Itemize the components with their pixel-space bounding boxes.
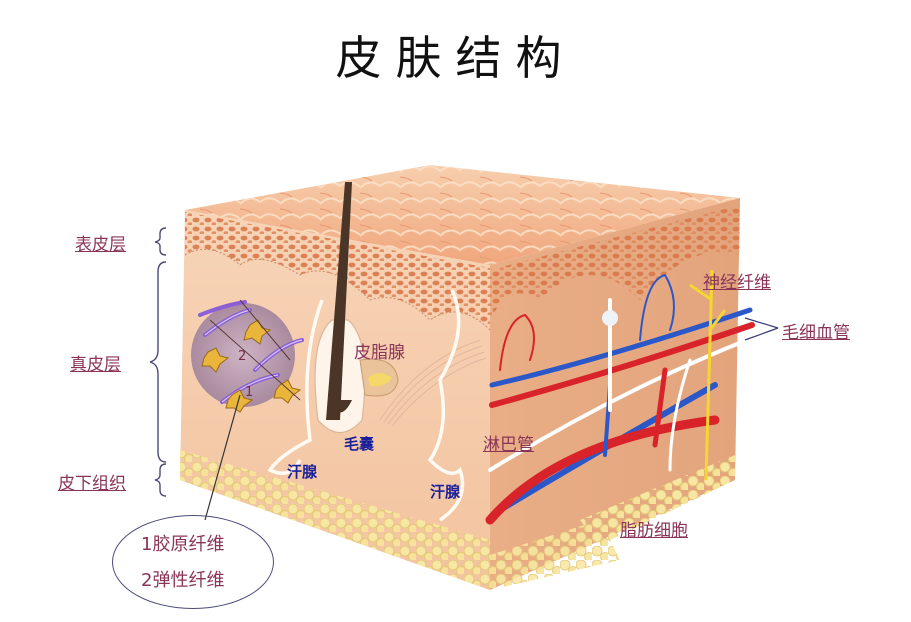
capillary-pointer xyxy=(744,317,779,341)
label-sweat-gland-right: 汗腺 xyxy=(430,483,461,501)
label-fat-cells: 脂肪细胞 xyxy=(620,521,688,541)
label-capillaries: 毛细血管 xyxy=(782,323,850,343)
fiber-inset: 2 1 xyxy=(191,299,304,413)
sebaceous-gland xyxy=(359,358,399,397)
legend-elastin: 2弹性纤维 xyxy=(141,570,225,591)
inset-marker-1: 1 xyxy=(245,385,253,400)
arrector-muscle xyxy=(379,339,487,427)
hair-follicle xyxy=(314,182,366,434)
label-subcutaneous: 皮下组织 xyxy=(58,474,126,494)
label-dermis: 真皮层 xyxy=(70,355,121,375)
sweat-glands xyxy=(267,289,465,522)
label-nerve-fiber: 神经纤维 xyxy=(703,273,771,293)
label-epidermis: 表皮层 xyxy=(75,235,126,255)
legend-leader-line xyxy=(204,394,241,521)
nerve-fiber xyxy=(689,269,727,481)
label-hair-follicle: 毛囊 xyxy=(344,435,375,453)
label-sweat-gland-left: 汗腺 xyxy=(287,463,318,481)
page-title: 皮肤结构 xyxy=(335,31,576,85)
skin-surface-top xyxy=(185,165,740,265)
inset-marker-2: 2 xyxy=(238,349,246,364)
legend-collagen: 1胶原纤维 xyxy=(141,534,225,555)
layer-braces xyxy=(149,227,167,497)
blood-vessels xyxy=(485,273,755,525)
label-sebaceous-gland: 皮脂腺 xyxy=(354,343,405,363)
label-lymph-vessel: 淋巴管 xyxy=(483,435,534,455)
fiber-legend: 1胶原纤维 2弹性纤维 xyxy=(112,515,274,609)
skin-side-face xyxy=(490,198,740,590)
